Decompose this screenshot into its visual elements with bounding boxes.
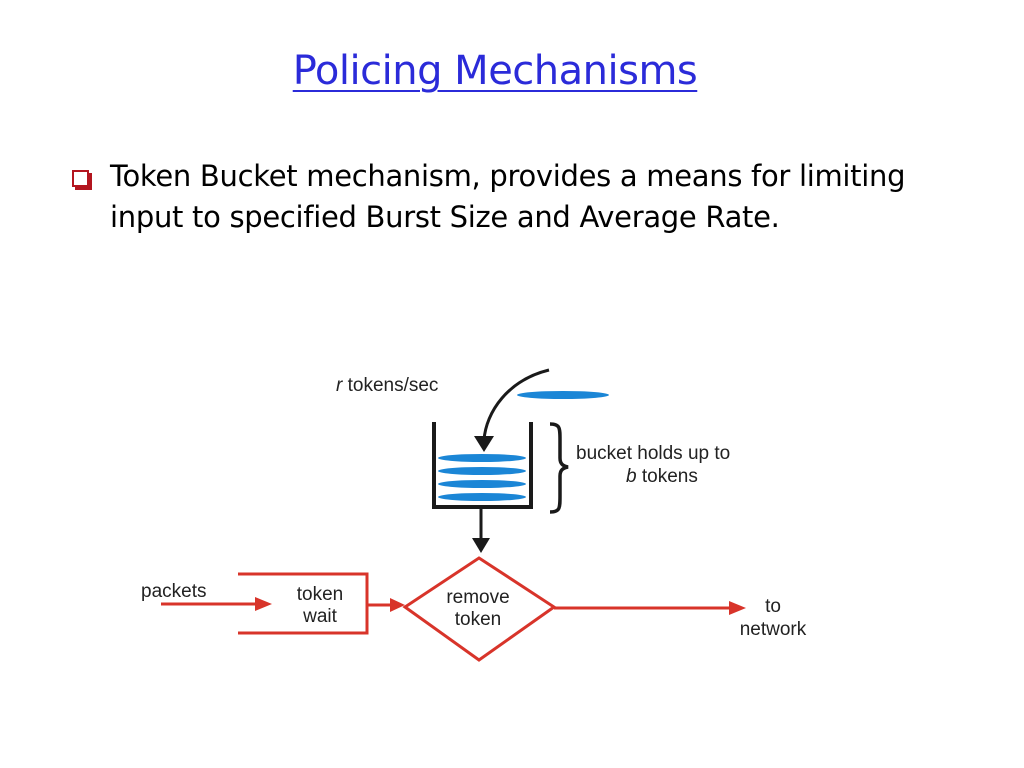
to-network-label-line2: network [740, 619, 807, 640]
bucket-unit: tokens [637, 466, 698, 487]
bullet-square-icon [72, 170, 89, 187]
token-wait-label-line1: token [297, 584, 343, 605]
bucket [432, 422, 533, 509]
bucket-capacity-label-line1: bucket holds up to [576, 443, 730, 464]
token-wait-label-line2: wait [302, 606, 338, 627]
bucket-capacity-label-line2: b tokens [626, 466, 698, 487]
token-arrival-arrowhead [474, 436, 494, 452]
bucket-capacity-brace [549, 422, 569, 514]
packets-arrowhead [255, 597, 272, 611]
to-network-label-line1: to [765, 596, 781, 617]
to-network-arrowhead [729, 601, 746, 615]
remove-token-label-line1: remove [446, 587, 509, 608]
token-arrival-arrow [482, 368, 550, 441]
bucket-variable: b [626, 466, 637, 487]
bucket-output-arrowhead [472, 538, 490, 553]
rate-variable: r [336, 375, 343, 396]
bullet-text: Token Bucket mechanism, provides a means… [110, 159, 906, 234]
wait-to-remove-arrowhead [390, 598, 405, 612]
bucket-tokens [438, 454, 526, 501]
packets-label: packets [141, 581, 206, 602]
bucket-token [438, 454, 526, 462]
remove-token-label-line2: token [455, 609, 501, 630]
rate-label: r tokens/sec [336, 375, 438, 396]
bucket-token [438, 480, 526, 488]
bucket-token [438, 493, 526, 501]
slide-title: Policing Mechanisms [292, 48, 698, 94]
incoming-token [517, 391, 609, 399]
bucket-token [438, 467, 526, 475]
remove-token-diamond [402, 556, 557, 662]
rate-unit: tokens/sec [342, 375, 438, 396]
